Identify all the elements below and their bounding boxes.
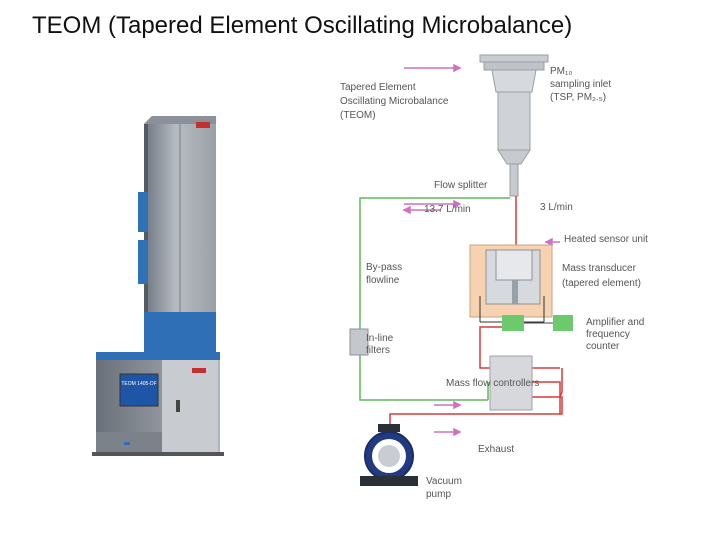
label-vacuum-line1: Vacuum [426, 476, 462, 487]
brand-logo [196, 122, 210, 128]
label-teom-line1: Tapered Element [340, 82, 416, 93]
label-flow-splitter: Flow splitter [434, 180, 488, 191]
label-vacuum-line2: pump [426, 489, 451, 500]
label-arrows [402, 63, 560, 437]
label-exhaust: Exhaust [478, 444, 514, 455]
main-flowline [387, 196, 563, 453]
label-amplifier-line1: Amplifier and [586, 317, 644, 328]
label-transducer-line2: (tapered element) [562, 278, 641, 289]
label-inlet-line1: PM₁₀ [550, 66, 573, 77]
page-title: TEOM (Tapered Element Oscillating Microb… [32, 12, 573, 39]
mass-flow-controllers [489, 355, 533, 411]
label-bypass-flowrate: 13.7 L/min [424, 204, 471, 215]
label-mass-flow-controllers: Mass flow controllers [446, 378, 539, 389]
bypass-flowline [359, 197, 510, 401]
instrument-screen-text: TEOM 1405-DF [121, 381, 156, 387]
label-amplifier-line2: frequency [586, 329, 630, 340]
label-main-flowrate: 3 L/min [540, 202, 573, 213]
instrument-base-cabinet: TEOM 1405-DF [92, 352, 224, 456]
label-bypass-line1: By-pass [366, 262, 402, 273]
teom-schematic-diagram: Tapered Element Oscillating Microbalance… [340, 54, 648, 500]
label-heated-sensor: Heated sensor unit [564, 234, 648, 245]
label-inlet-line3: (TSP, PM₂.₅) [550, 92, 606, 103]
inline-filter [349, 328, 369, 356]
instrument-column [138, 116, 216, 352]
amplifier-counter-blocks [502, 315, 573, 331]
label-bypass-line2: flowline [366, 275, 400, 286]
sampling-inlet [479, 54, 549, 197]
label-inlet-line2: sampling inlet [550, 79, 611, 90]
column-side-panel [138, 240, 148, 284]
teom-instrument-photo: TEOM 1405-DF [92, 116, 224, 456]
instrument-screen [119, 373, 159, 407]
label-teom-line2: Oscillating Microbalance [340, 96, 449, 107]
column-side-panel [138, 192, 148, 232]
label-inline-line2: filters [366, 345, 390, 356]
vacuum-pump [360, 424, 418, 486]
heated-sensor-unit [469, 244, 553, 323]
label-teom-line3: (TEOM) [340, 110, 376, 121]
label-transducer-line1: Mass transducer [562, 263, 637, 274]
label-inline-line1: In-line [366, 333, 394, 344]
label-amplifier-line3: counter [586, 341, 620, 352]
